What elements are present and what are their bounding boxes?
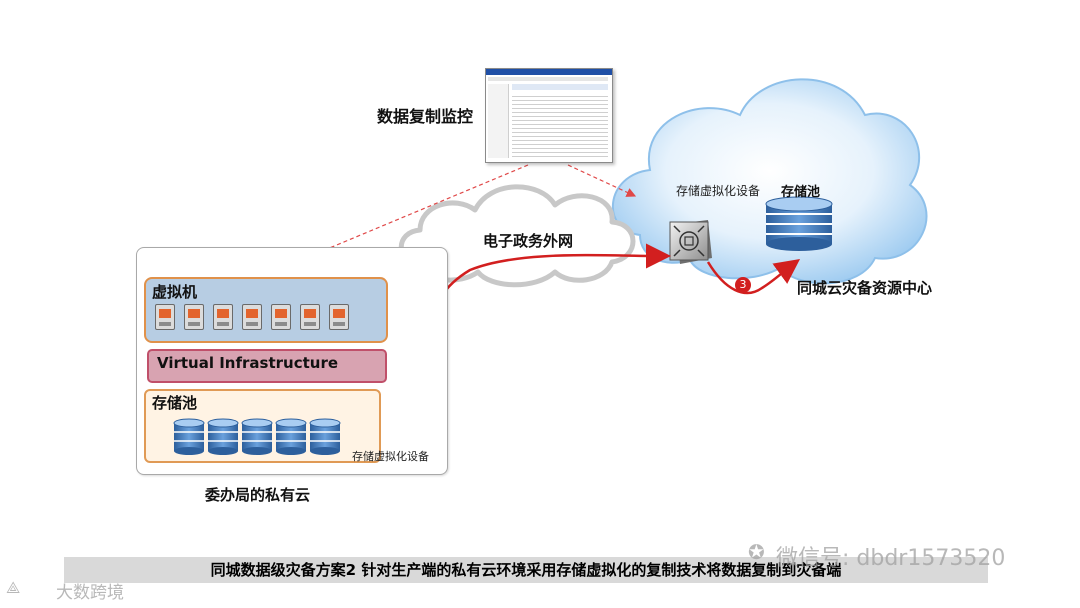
flow-arrow-3 [706,259,801,295]
local-disk-group [173,418,341,455]
egov-cloud-shape [398,184,636,288]
dr-center-label: 同城云灾备资源中心 [797,279,933,297]
remote-virt-device-label: 存储虚拟化设备 [676,184,761,198]
virtual-machine-icon [271,304,291,330]
local-virt-device-label: 存储虚拟化设备 [352,450,429,463]
brand-watermark: 大数跨境 [56,583,124,603]
monitor-dashed-line-left [263,164,529,277]
remote-pool-label: 存储池 [781,185,821,200]
local-pool-label: 存储池 [152,394,198,412]
virtual-machine-icon [155,304,175,330]
monitor-screenshot-thumbnail [485,68,613,163]
monitor-label: 数据复制监控 [377,107,474,126]
brand-logo-icon: ⟁ [6,578,21,597]
remote-storage-pool-icon [765,196,833,251]
database-disk-icon [207,418,239,455]
database-disk-icon [275,418,307,455]
virtual-machine-icon [213,304,233,330]
virtual-machine-icon [329,304,349,330]
step-3-badge [735,277,751,293]
wechat-watermark: 微信号: dbdr1573520 [776,546,1006,571]
monitor-dashed-line-right [567,164,637,197]
vm-panel-title: 虚拟机 [152,283,198,301]
wechat-icon: ✪ [748,540,765,564]
database-disk-icon [309,418,341,455]
virtual-machine-icon [242,304,262,330]
private-cloud-label: 委办局的私有云 [205,486,311,504]
virtual-machine-icon [300,304,320,330]
remote-virtualization-switch-icon [669,220,712,264]
dr-cloud-shape [612,78,928,285]
step-3-number: 3 [739,278,747,291]
virtual-infrastructure-bar [147,349,387,383]
virtual-machine-icon [184,304,204,330]
database-disk-icon [241,418,273,455]
caption-bar [64,557,988,583]
caption-text: 同城数据级灾备方案2 针对生产端的私有云环境采用存储虚拟化的复制技术将数据复制到… [210,561,842,579]
virtual-infrastructure-label: Virtual Infrastructure [157,354,339,372]
egov-network-label: 电子政务外网 [483,232,574,250]
database-disk-icon [173,418,205,455]
